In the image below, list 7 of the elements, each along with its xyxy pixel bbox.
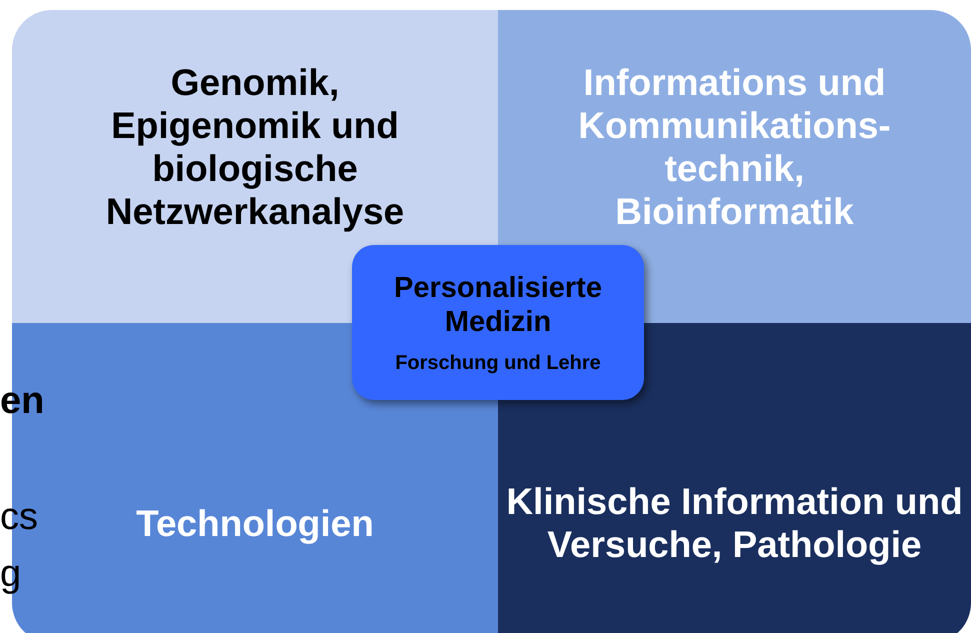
center-box	[352, 245, 644, 400]
box-title: Personalisierte Medizin	[393, 270, 603, 338]
quadrant-title: Technologien	[136, 502, 374, 544]
quadrant-title: Genomik, Epigenomik und biologische Netzwerkanalyse	[104, 60, 406, 232]
box-subtitle: Forschung und Lehre	[395, 350, 601, 374]
quadrant-title: Klinische Information und Versuche, Pathologie	[505, 480, 964, 566]
quadrant-title: Informations und Kommunikations-technik, Bioinformatik	[577, 60, 892, 232]
